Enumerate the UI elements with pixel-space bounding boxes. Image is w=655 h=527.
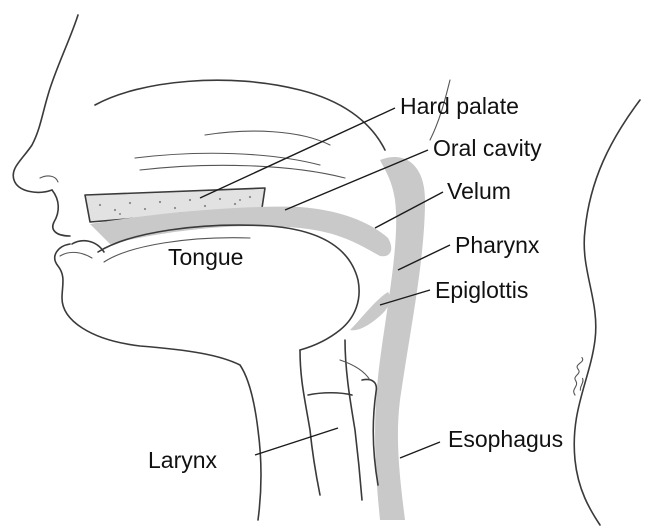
label-hard-palate: Hard palate xyxy=(400,93,519,119)
pharynx-wall-shade xyxy=(375,157,425,520)
larynx-front xyxy=(300,350,320,495)
turbinate-upper xyxy=(205,131,330,145)
upper-lip xyxy=(52,190,70,236)
nasal-region xyxy=(85,80,385,222)
nasal-cavity-roof xyxy=(95,80,385,150)
back-neck-contour xyxy=(574,100,640,525)
lower-lip-line xyxy=(60,252,92,258)
label-epiglottis: Epiglottis xyxy=(435,277,528,303)
nose-profile xyxy=(13,15,78,192)
label-larynx: Larynx xyxy=(148,447,218,473)
leader-esophagus xyxy=(400,442,440,458)
larynx-ring-1 xyxy=(308,393,352,395)
chin-neck xyxy=(55,244,261,520)
larynx-back xyxy=(345,340,362,500)
label-esophagus: Esophagus xyxy=(448,426,563,452)
lower-teeth xyxy=(72,241,104,252)
turbinate-lower xyxy=(140,165,345,178)
aryepiglottic-fold xyxy=(340,360,370,380)
larynx-esophagus xyxy=(300,340,378,500)
leader-larynx xyxy=(255,428,338,455)
label-tongue: Tongue xyxy=(168,244,243,270)
label-velum: Velum xyxy=(447,178,511,204)
labels: Hard palate Oral cavity Velum Pharynx Ep… xyxy=(148,93,563,473)
epiglottis-shape xyxy=(350,292,390,330)
label-oral-cavity: Oral cavity xyxy=(433,135,542,161)
nostril xyxy=(40,176,58,182)
label-pharynx: Pharynx xyxy=(455,232,540,258)
